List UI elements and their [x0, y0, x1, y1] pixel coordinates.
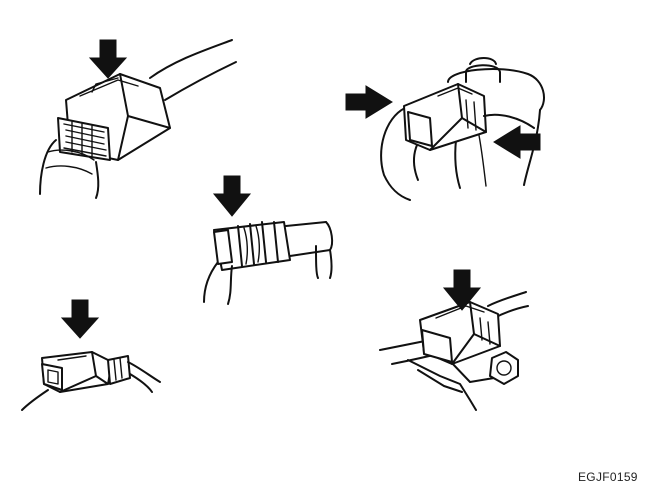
connector-lower-right: [379, 269, 529, 411]
arrow-icon: [212, 175, 252, 217]
figure-code: EGJF0159: [578, 470, 638, 484]
connector-lower-left: [21, 299, 161, 411]
connector-upper-right: [345, 57, 545, 201]
arrow-icon: [442, 269, 482, 311]
arrow-icon: [493, 125, 541, 159]
connector-center: [203, 175, 334, 305]
connector-upper-left: [39, 39, 237, 199]
arrow-icon: [345, 85, 393, 119]
arrow-icon: [60, 299, 100, 339]
arrow-icon: [88, 39, 128, 79]
